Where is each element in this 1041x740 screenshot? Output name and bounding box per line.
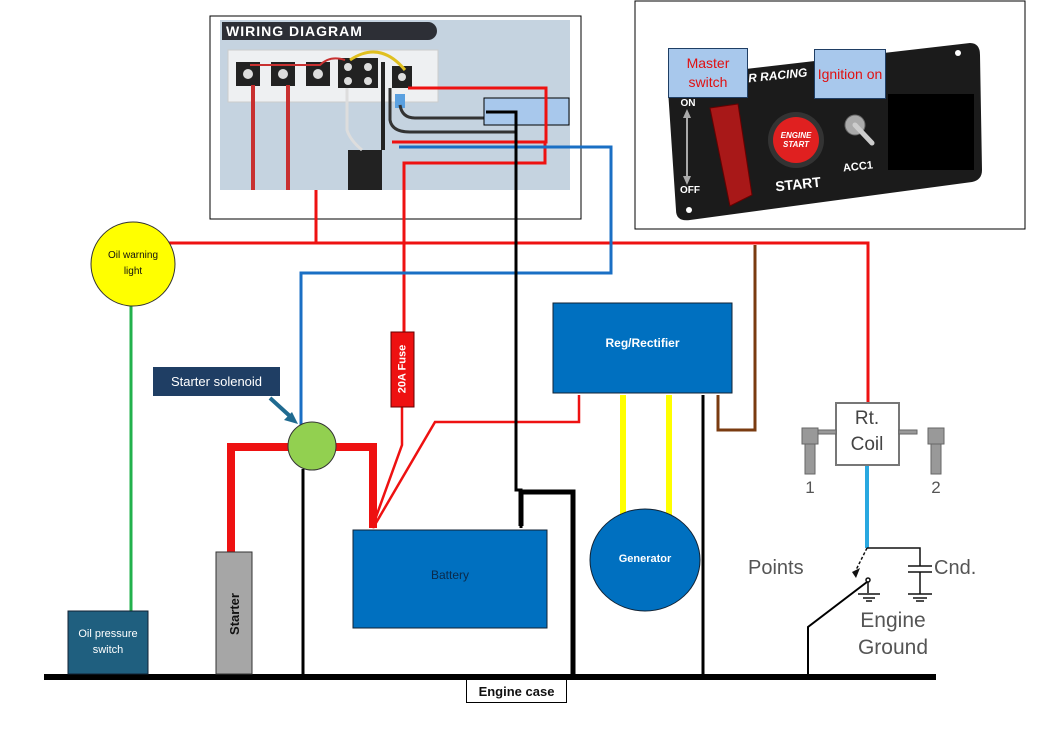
ignition-on-label: Ignition on [814, 49, 886, 99]
points-label: Points [748, 556, 804, 579]
plug-2-label: 2 [931, 478, 941, 497]
wire-yellow-generator [620, 395, 672, 520]
engine-ground-label-line2: Ground [857, 636, 929, 659]
master-switch-label: Master switch [668, 48, 748, 98]
points-and-condenser [855, 547, 932, 602]
spark-plug-1 [801, 427, 837, 475]
starter-solenoid-label: Starter solenoid [153, 367, 280, 396]
master-switch-cover[interactable] [709, 103, 753, 207]
wire-blue-start-to-solenoid [299, 145, 613, 425]
wiring-photo-wires [250, 50, 515, 190]
battery [352, 529, 548, 629]
wire-black-battery-ground [518, 489, 576, 677]
generator-label: Generator [618, 553, 672, 565]
solenoid-pointer-arrowhead [284, 412, 298, 424]
wire-red-ignition-feed [163, 241, 870, 404]
engine-case-ground-bar [44, 674, 936, 680]
on-text: ON [680, 97, 696, 109]
points-arrow-icon [852, 568, 860, 578]
wire-red-solenoid-to-starter [227, 443, 295, 557]
oil-warning-light-label: Oil warning light [107, 250, 159, 277]
wire-red-solenoid-to-battery [325, 443, 377, 528]
ignition-toggle-lever[interactable] [852, 122, 875, 146]
oil-warning-light [90, 221, 176, 307]
spark-plug-2 [898, 427, 945, 475]
wiring-banner [222, 22, 437, 40]
wire-red-photo-loop [392, 86, 548, 144]
engine-ground-label-line1: Engine [860, 609, 926, 632]
fuse-label: 20A Fuse [396, 344, 409, 394]
redacted-area [888, 94, 974, 170]
reg-rectifier-label: Reg/Rectifier [605, 336, 680, 350]
panel-screw [955, 50, 961, 56]
off-text: OFF [680, 184, 700, 196]
solenoid-pointer-arrow [268, 396, 294, 420]
engine-start-text: ENGINE START [780, 131, 812, 149]
engine-case-label: Engine case [466, 679, 567, 703]
wire-red-reg-to-battery [371, 395, 581, 529]
starter-label: Starter [226, 593, 242, 635]
starter-motor [215, 551, 253, 675]
reg-rectifier [552, 302, 733, 394]
fuse-20a [390, 331, 415, 408]
starter-solenoid [287, 421, 337, 471]
wire-brown-reg [716, 245, 757, 432]
oil-pressure-switch-label: Oil pressure switch [78, 628, 138, 656]
oil-pressure-switch [67, 610, 149, 675]
battery-label: Battery [430, 568, 469, 582]
generator [589, 508, 701, 612]
panel-screw [686, 207, 692, 213]
on-off-arrow-heads [683, 109, 691, 185]
engine-start-button[interactable] [773, 117, 819, 163]
wire-red-to-fuse [402, 142, 547, 332]
plug-1-label: 1 [805, 478, 815, 497]
right-coil [835, 402, 900, 466]
wire-red-fuse-to-battery [370, 407, 404, 529]
coil-label-line2: Coil [850, 434, 884, 455]
coil-label-line1: Rt. [854, 408, 880, 429]
wire-black-points-ground [807, 581, 868, 677]
condenser-label: Cnd. [934, 556, 977, 579]
wiring-diagram-banner: WIRING DIAGRAM [226, 23, 363, 39]
